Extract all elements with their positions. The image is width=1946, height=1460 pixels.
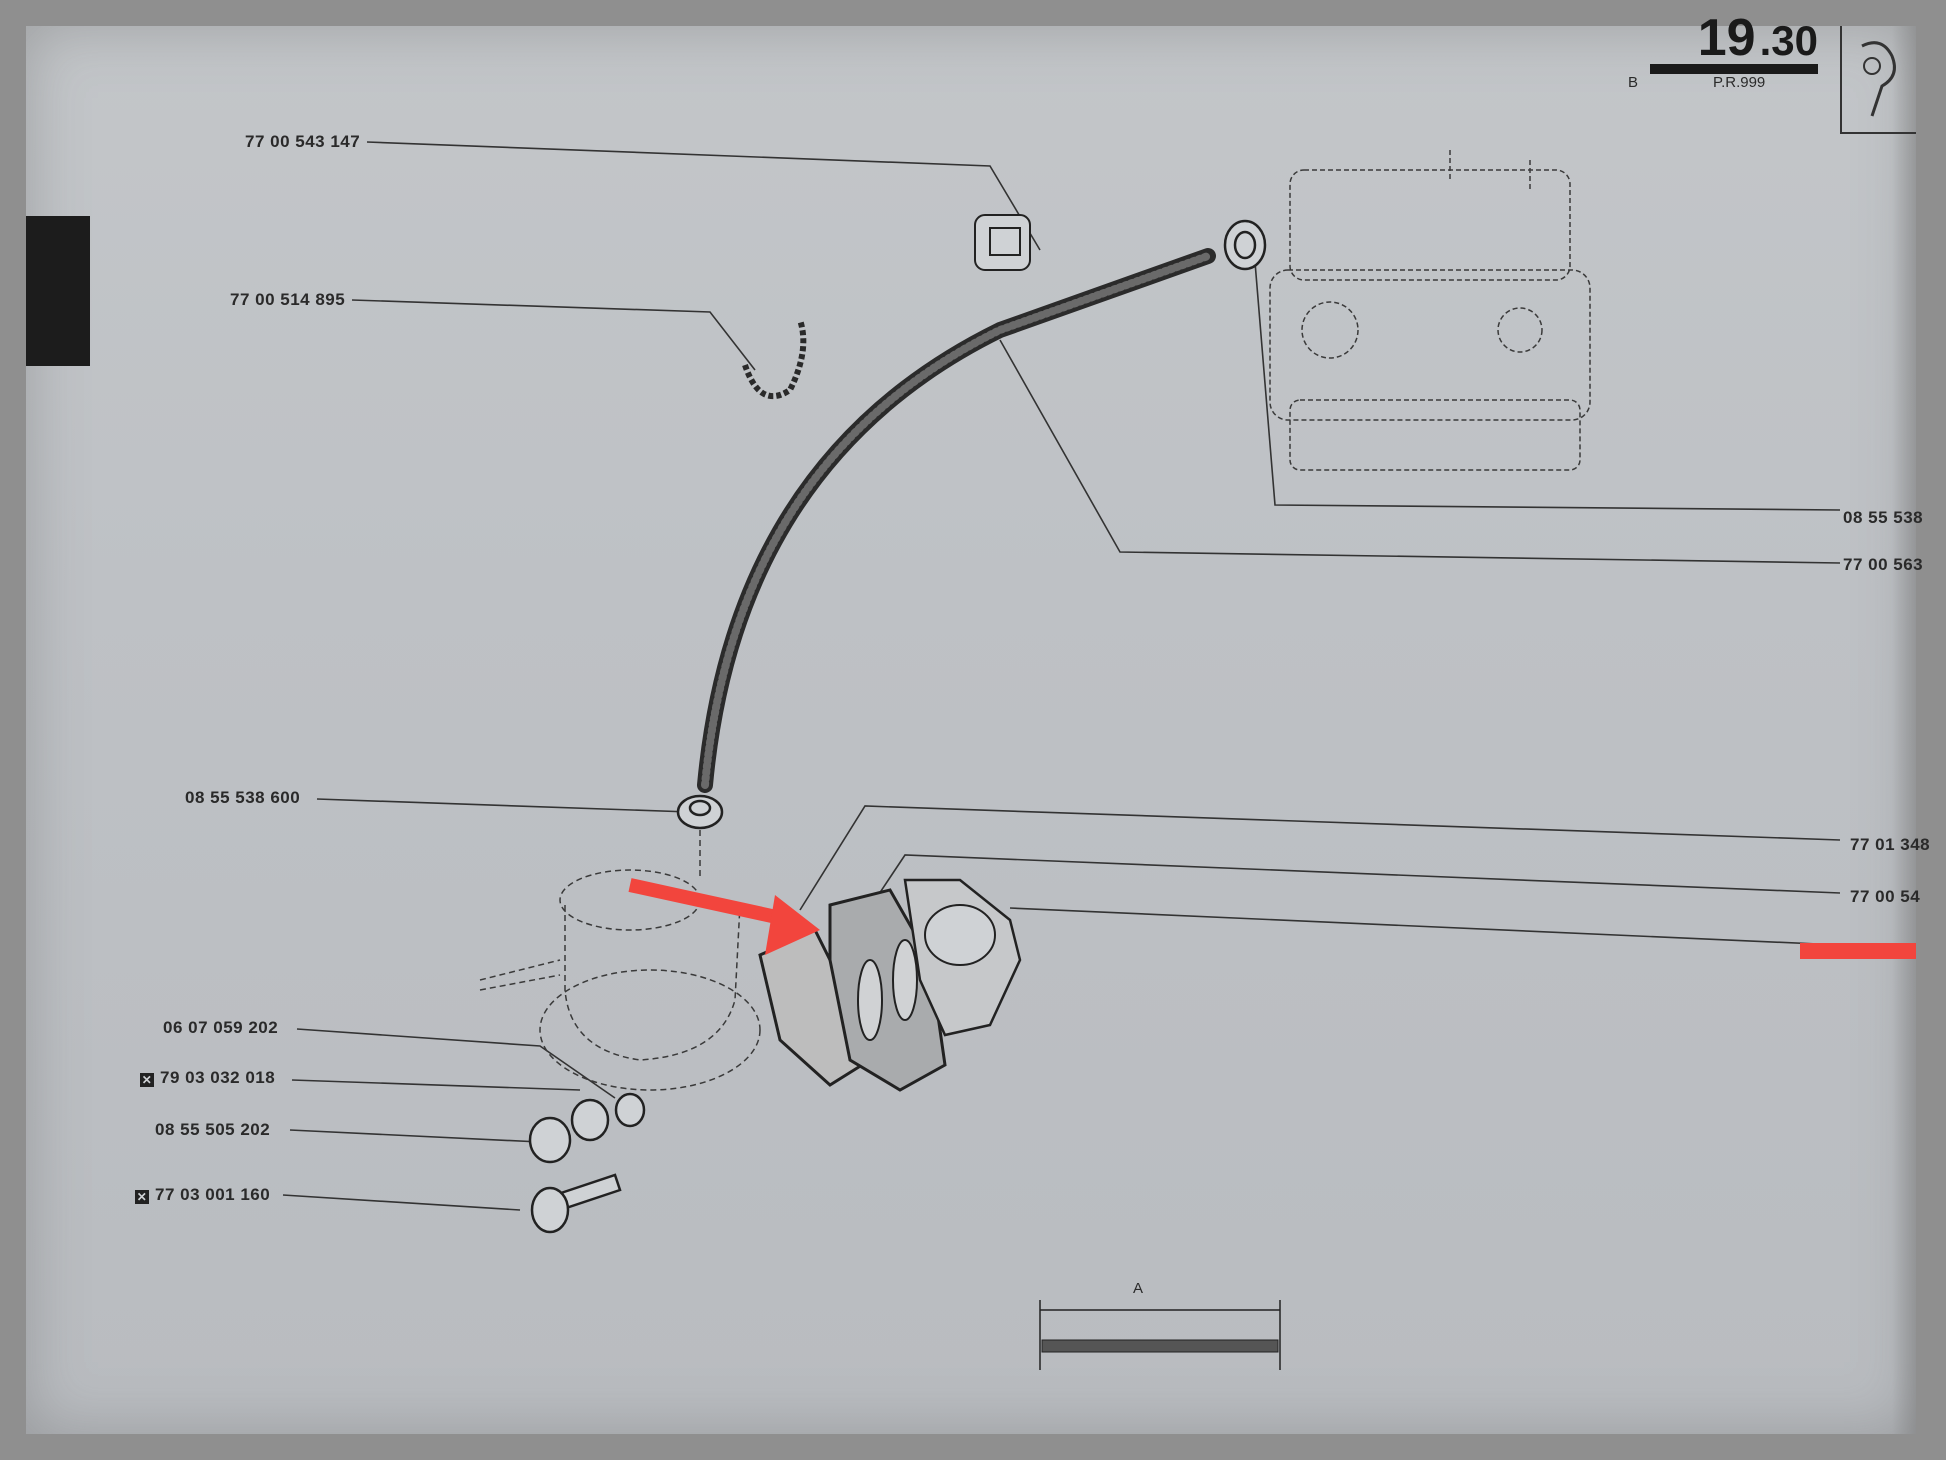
thumbnail-icon [1861,41,1896,117]
hose-collar-bottom [676,794,724,830]
scale-label: A [1133,1280,1144,1297]
scale-bar [1039,1300,1281,1370]
part-label-9-text: 79 03 032 018 [160,1068,276,1087]
exploded-diagram [282,141,1916,1370]
lock-nut [528,1116,572,1164]
leader-p12 [282,1194,521,1211]
gasket-set [758,878,1022,1092]
red-arrow-annotation [628,878,820,955]
part-label-9: ✕ 79 03 032 018 [140,1068,275,1088]
part-label-11: ✕ 77 03 001 160 [135,1185,270,1205]
leader-p4 [999,339,1841,564]
carburettor-outline [1269,150,1591,471]
part-label-3: 08 55 538 [1843,508,1924,527]
bolt-head [530,1186,570,1234]
fuel-hose [697,248,1216,793]
hose-clip [974,214,1031,271]
part-label-7: 77 00 54 [1850,887,1921,906]
leader-p2 [351,299,756,371]
section-number: 19.30 [1698,8,1818,68]
leader-p9 [296,1028,616,1099]
leader-p7 [874,854,1841,901]
header-left-code: B [1628,74,1639,91]
part-label-8: 06 07 059 202 [163,1018,279,1037]
leader-p1 [366,141,1041,251]
hose-collar-top [1223,219,1267,271]
leader-p8 [1009,907,1841,946]
leader-p3 [1254,261,1841,511]
binder-tab [26,216,90,366]
x-box-icon: ✕ [135,1190,149,1204]
section-sub: .30 [1759,17,1818,64]
header-right-code: P.R.999 [1713,74,1766,91]
part-label-6: 77 01 348 [1850,835,1931,854]
washer [614,1092,646,1128]
nut [570,1098,610,1142]
red-arrow-shaft [628,878,792,927]
part-label-2: 77 00 514 895 [230,290,346,309]
page-edge-shadow [1892,26,1916,1434]
leader-lines [282,141,1841,1211]
part-label-5: 08 55 538 600 [185,788,301,807]
part-label-4: 77 00 563 [1843,555,1924,574]
part-label-11-text: 77 03 001 160 [155,1185,271,1204]
part-label-10: 08 55 505 202 [155,1120,271,1139]
leader-p11 [289,1129,541,1143]
corner-thumbnail-box [1840,26,1916,134]
leader-p10 [291,1079,581,1091]
section-main: 19 [1697,9,1756,67]
fasteners [528,1092,646,1234]
red-mark-bar [1800,943,1916,959]
x-box-icon: ✕ [140,1073,154,1087]
header-rule [1650,64,1818,74]
fuel-pump-outline [479,830,761,1091]
leader-p5 [316,798,691,813]
part-label-1: 77 00 543 147 [245,132,361,151]
red-arrow-head [765,895,820,955]
leader-p6 [799,805,1841,911]
fuel-hose-texture [701,252,1212,789]
tie-strap [742,319,807,400]
